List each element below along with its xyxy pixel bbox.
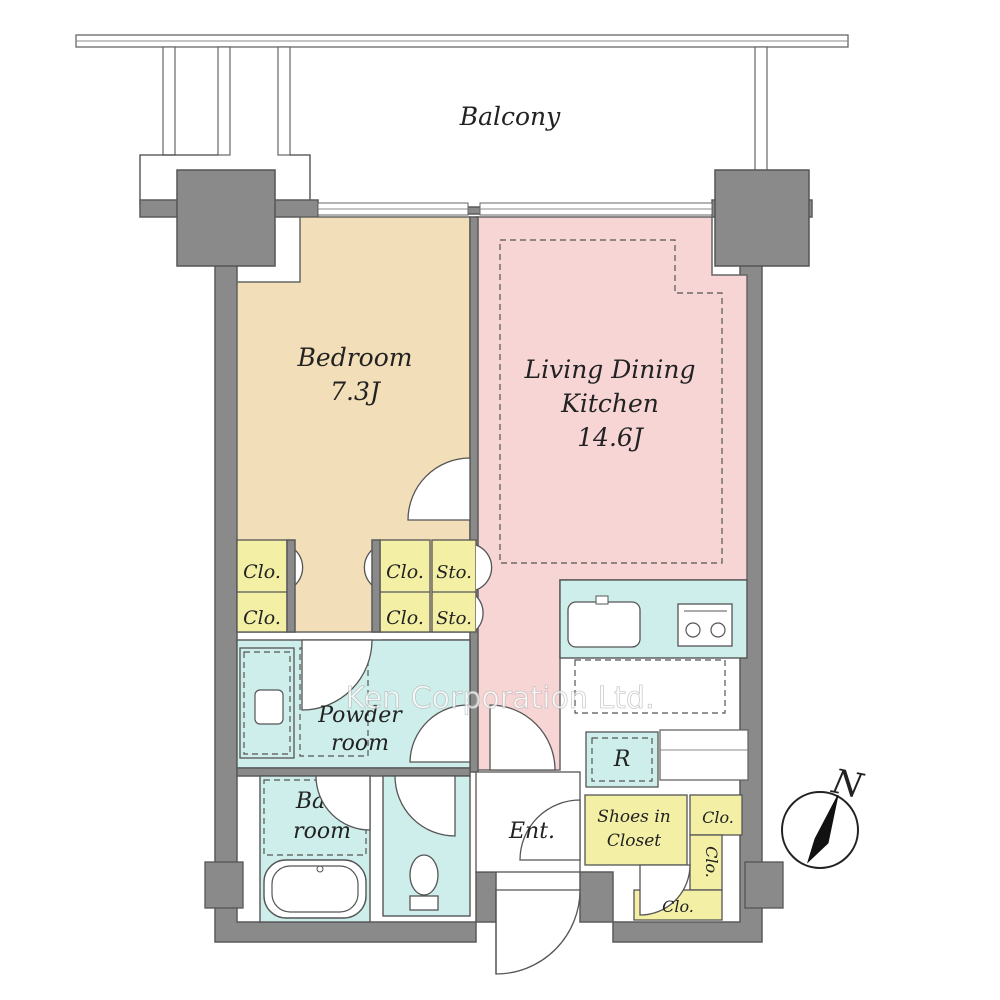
sink-icon [567,601,641,648]
compass: N [781,761,868,869]
entry-inner-door[interactable] [519,799,581,861]
fridge-space [574,659,726,714]
storage-label: Sto. [436,608,472,629]
basin-icon [254,689,284,725]
refrigerator-space [585,731,659,788]
ldk-label-1: Living Dining [523,355,695,384]
closet-label: Clo. [662,897,694,916]
front-door[interactable] [495,889,581,975]
bath-room-label-2: room [293,819,351,844]
ldk-furniture-outline [499,239,723,564]
pillar-bottom-right [744,861,784,909]
stove-icon [677,603,733,647]
ldk-door[interactable] [489,704,556,771]
compass-north-label: N [828,761,868,807]
balcony-railing [75,34,849,205]
bedroom-door[interactable] [407,457,471,521]
windows [317,202,713,216]
bath-door[interactable] [315,775,371,831]
powder-entry-door[interactable] [409,704,471,763]
closet-label: Clo. [386,561,424,583]
ldk-label-2: Kitchen [560,389,659,418]
pillar-top-left [176,169,276,267]
bedroom-size: 7.3J [330,377,382,406]
storage-label: Sto. [436,562,472,583]
bedroom-label: Bedroom [297,343,413,372]
powder-door[interactable] [301,639,373,711]
kitchen-counter [559,579,748,659]
closet-label: Clo. [243,561,281,583]
refrigerator-label: R [613,747,631,772]
compass-needle-icon [808,795,838,862]
balcony-label: Balcony [459,102,561,131]
toilet-icon [409,854,439,911]
closet-label: Clo. [386,607,424,629]
shoes-closet-label-2: Closet [607,831,661,851]
shoes-closet [584,794,743,921]
utility-space [659,729,749,781]
closet-label: Clo. [243,607,281,629]
closet-label: Clo. [702,846,721,878]
entrance-label: Ent. [508,819,555,844]
toilet-door[interactable] [394,775,456,837]
powder-room-label-1: Powder [317,703,403,728]
shoes-closet-label-1: Shoes in [597,807,670,827]
watermark: Ken Corporation Ltd. [346,681,655,716]
closet-label: Clo. [702,808,734,827]
ldk-size: 14.6J [577,423,645,452]
powder-room-label-2: room [331,731,389,756]
pillar-bottom-left [204,861,244,909]
pillar-top-right [714,169,810,267]
